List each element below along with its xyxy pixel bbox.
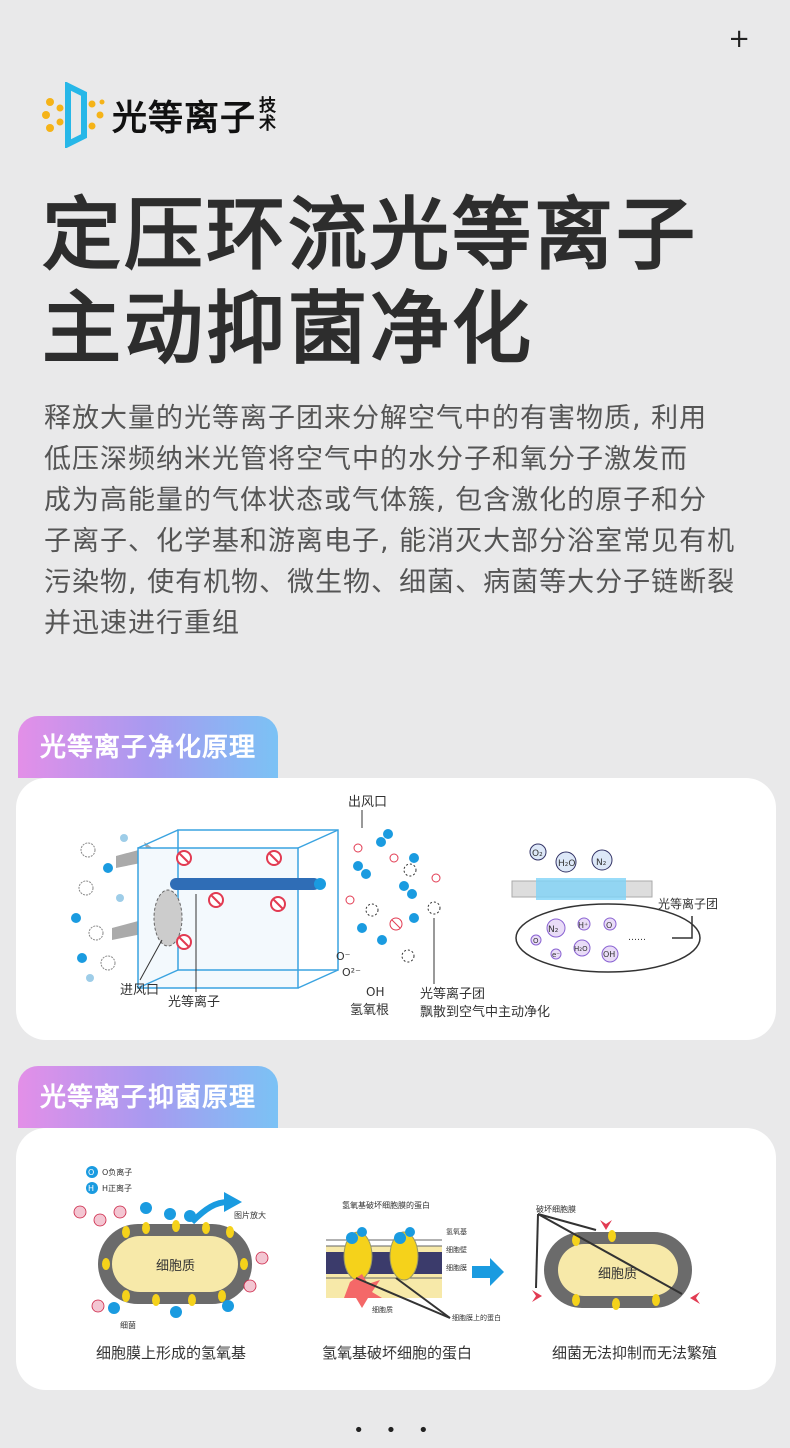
section-title-antibacterial: 光等离子抑菌原理 (18, 1066, 279, 1140)
cluster-label-line2: 飘散到空气中主动净化 (420, 1004, 550, 1020)
plasma-label: 光等离子 (168, 994, 220, 1010)
electron-label: e⁻ (552, 951, 560, 959)
desc-line: 并迅速进行重组 (44, 608, 240, 639)
zoom-label: 图片放大 (234, 1210, 266, 1220)
brand-name: 光等离子 (112, 98, 257, 139)
tag-membrane-protein: 细胞膜上的蛋白 (452, 1313, 501, 1322)
arrow-right-icon (472, 1258, 504, 1286)
tag-hydroxyl: 氢氧基 (446, 1227, 467, 1236)
page-title: 定压环流光等离子 主动抑菌净化 (42, 188, 698, 376)
hplus-label: H⁺ (578, 921, 588, 930)
h2o-cluster-label: H₂O (574, 945, 588, 953)
desc-line: 低压深频纳米光管将空气中的水分子和氧分子激发而 (44, 444, 688, 475)
inlet-label: 进风口 (120, 983, 159, 998)
brand-sub-top: 技 (259, 96, 277, 116)
n2-cluster-label: N₂ (548, 925, 559, 935)
cluster-label-line1: 光等离子团 (420, 986, 485, 1002)
purification-diagram-card: 出风口 进风口 光等离子 O⁻ O²⁻ OH 氢氧根 光等离子团 飘散到空气中主… (16, 778, 776, 1040)
tag-membrane: 细胞膜 (446, 1263, 467, 1272)
n2-top-label: N₂ (596, 858, 607, 868)
section-title-purification: 光等离子净化原理 (18, 716, 279, 790)
o-small-label: O (533, 937, 539, 945)
protein-damage-diagram: 氢氧基破坏细胞膜的蛋白 氢氧基 细胞壁 细胞膜 细胞质 细胞膜上的蛋白 (326, 1200, 504, 1322)
o2-top-label: O₂ (532, 849, 543, 859)
pager-dots[interactable]: • • • (353, 1420, 437, 1441)
tag-cytoplasm: 细胞质 (372, 1305, 393, 1314)
title-line-1: 定压环流光等离子 (42, 189, 698, 281)
legend-o-glyph: O (88, 1168, 94, 1177)
incoming-particles (71, 834, 128, 982)
caption-3: 细菌无法抑制而无法繁殖 (552, 1344, 717, 1362)
description: 释放大量的光等离子团来分解空气中的有害物质, 利用 低压深频纳米光管将空气中的水… (44, 398, 754, 644)
bacteria-cell-1: 细胞质 图片放大 细菌 (73, 1192, 269, 1330)
desc-line: 成为高能量的气体状态或气体簇, 包含激化的原子和分 (44, 485, 708, 516)
caption-2: 氢氧基破坏细胞的蛋白 (322, 1344, 472, 1362)
plasma-logo-icon (42, 82, 105, 148)
purification-diagram: 出风口 进风口 光等离子 O⁻ O²⁻ OH 氢氧根 光等离子团 飘散到空气中主… (71, 795, 718, 1020)
brand-sub-bottom: 术 (259, 114, 277, 134)
diagram2-title: 氢氧基破坏细胞膜的蛋白 (342, 1200, 430, 1210)
legend-o-label: O负离子 (102, 1167, 132, 1177)
outlet-label: 出风口 (348, 795, 387, 810)
tag-cell-wall: 细胞壁 (446, 1245, 467, 1254)
filter-mesh (153, 889, 183, 947)
o-minus-label: O⁻ (336, 950, 351, 963)
cluster-side-label: 光等离子团 (658, 896, 718, 911)
ellipsis-label: …… (628, 933, 646, 943)
caption-1: 细胞膜上形成的氢氧基 (96, 1344, 246, 1362)
legend-h-label: H正离子 (102, 1183, 132, 1193)
cell-core-label-1: 细胞质 (156, 1259, 195, 1274)
cell-core-label-3: 细胞质 (598, 1267, 637, 1282)
diagram3-title: 破坏细胞膜 (536, 1204, 576, 1214)
title-line-2: 主动抑菌净化 (42, 283, 534, 375)
oh-label: OH (366, 985, 384, 999)
bacteria-label: 细菌 (120, 1320, 136, 1330)
o2-minus-label: O²⁻ (342, 966, 361, 979)
desc-line: 污染物, 使有机物、微生物、细菌、病菌等大分子链断裂 (44, 567, 736, 598)
legend-h-glyph: H (88, 1184, 94, 1193)
hydroxyl-label: 氢氧根 (350, 1003, 389, 1018)
blocked-particle-icons (176, 850, 286, 950)
desc-line: 释放大量的光等离子团来分解空气中的有害物质, 利用 (44, 403, 708, 434)
outgoing-particles (345, 829, 441, 963)
brand-subtitle: 技 术 (259, 97, 276, 133)
close-icon[interactable]: + (728, 24, 750, 54)
oh-cluster-label: OH (603, 950, 615, 959)
plasma-tube (170, 878, 320, 890)
brand-logo-group: 光等离子 技 术 (40, 82, 276, 148)
h2o-top-label: H₂O (558, 859, 575, 869)
antibacterial-diagram: O O负离子 H H正离子 细胞质 (73, 1166, 717, 1362)
antibacterial-diagram-card: O O负离子 H H正离子 细胞质 (16, 1128, 776, 1390)
bacteria-cell-3: 破坏细胞膜 细胞质 (532, 1204, 700, 1310)
o-cluster-label: O (606, 921, 612, 930)
ionization-diagram: O₂ H₂O N₂ N₂ H⁺ O O e⁻ H₂O OH …… 光等离子团 (511, 843, 718, 973)
desc-line: 子离子、化学基和游离电子, 能消灭大部分浴室常见有机 (44, 526, 736, 557)
